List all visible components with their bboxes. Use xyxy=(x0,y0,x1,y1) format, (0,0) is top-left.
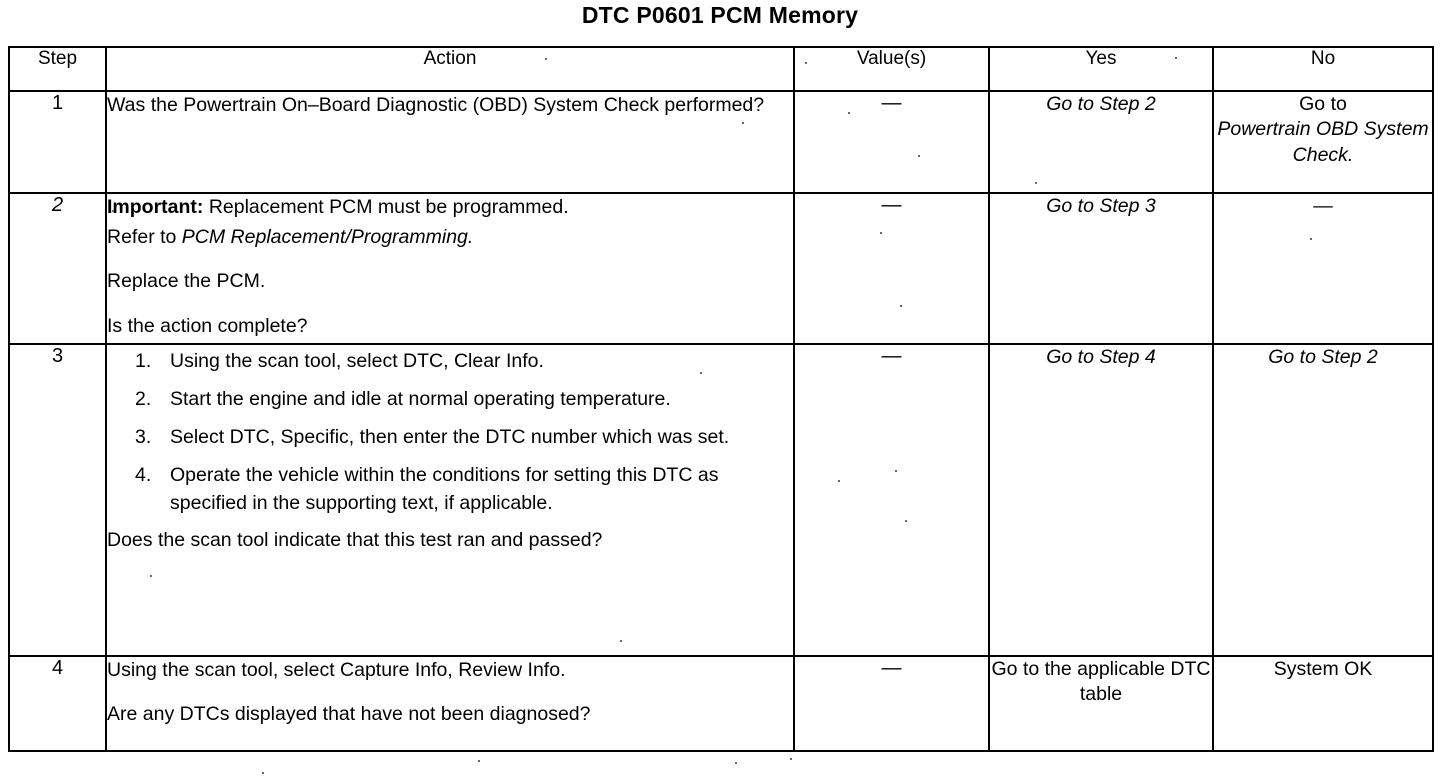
yes-text: Go to Step 2 xyxy=(1046,93,1156,115)
header-row: Step Action Value(s) Yes No xyxy=(8,46,1434,92)
no-cell: Go to Step 2 xyxy=(1212,342,1434,657)
yes-cell: Go to Step 3 xyxy=(988,192,1214,345)
no-text-prefix: Go to xyxy=(1299,93,1347,115)
column-header-action: Action xyxy=(105,46,795,92)
value-cell: — xyxy=(793,192,990,345)
list-item-text: Select DTC, Specific, then enter the DTC… xyxy=(170,425,730,448)
important-text: Replacement PCM must be programmed. xyxy=(203,196,569,218)
value-cell: — xyxy=(793,91,990,194)
column-header-yes: Yes xyxy=(988,46,1214,92)
table-row: 1 Was the Powertrain On–Board Diagnostic… xyxy=(8,91,1434,194)
list-item-text: Operate the vehicle within the condition… xyxy=(170,463,719,515)
table-header: Step Action Value(s) Yes No xyxy=(8,46,1434,92)
list-item-text: Using the scan tool, select DTC, Clear I… xyxy=(170,349,544,372)
action-text: Was the Powertrain On–Board Diagnostic (… xyxy=(107,94,765,116)
step-number: 1 xyxy=(8,91,107,194)
procedure-list: 1. Using the scan tool, select DTC, Clea… xyxy=(107,347,793,517)
action-question: Is the action complete? xyxy=(107,315,308,338)
diagnostic-table: Step Action Value(s) Yes No 1 Was the Po… xyxy=(8,46,1434,752)
action-cell: Using the scan tool, select Capture Info… xyxy=(105,654,795,752)
no-text: Go to Step 2 xyxy=(1268,345,1378,368)
no-text: System OK xyxy=(1273,657,1373,680)
action-cell: 1. Using the scan tool, select DTC, Clea… xyxy=(105,342,795,657)
step-number: 4 xyxy=(8,654,107,752)
no-cell: Go to Powertrain OBD System Check. xyxy=(1212,91,1434,194)
important-label: Important: xyxy=(107,196,204,218)
action-cell: Was the Powertrain On–Board Diagnostic (… xyxy=(105,91,795,194)
list-item-text: Start the engine and idle at normal oper… xyxy=(170,387,671,410)
list-item-number: 4. xyxy=(135,463,152,486)
value-cell: — xyxy=(793,342,990,657)
action-question: Are any DTCs displayed that have not bee… xyxy=(107,703,591,726)
no-text: — xyxy=(1313,195,1333,217)
yes-text: Go to Step 3 xyxy=(1046,195,1156,217)
list-item: 2. Start the engine and idle at normal o… xyxy=(107,385,793,413)
refer-note: Refer to PCM Replacement/Programming. xyxy=(107,224,793,252)
list-item-number: 3. xyxy=(135,425,152,448)
action-cell: Important: Replacement PCM must be progr… xyxy=(105,192,795,345)
list-item-number: 1. xyxy=(135,349,152,372)
column-header-step: Step xyxy=(8,46,107,92)
column-header-no: No xyxy=(1212,46,1434,92)
list-item: 4. Operate the vehicle within the condit… xyxy=(107,461,793,517)
yes-cell: Go to Step 4 xyxy=(988,342,1214,657)
action-text: Replace the PCM. xyxy=(107,270,266,293)
action-question: Does the scan tool indicate that this te… xyxy=(107,529,603,552)
action-text: Using the scan tool, select Capture Info… xyxy=(107,658,566,681)
table-row: 4 Using the scan tool, select Capture In… xyxy=(8,654,1434,752)
list-item: 3. Select DTC, Specific, then enter the … xyxy=(107,423,793,451)
yes-cell: Go to the applicable DTC table xyxy=(988,654,1214,752)
yes-text: Go to Step 4 xyxy=(1046,345,1156,368)
refer-prefix: Refer to xyxy=(107,225,182,248)
refer-reference: PCM Replacement/Programming. xyxy=(181,225,474,248)
step-number: 3 xyxy=(8,342,107,657)
list-item: 1. Using the scan tool, select DTC, Clea… xyxy=(107,347,793,375)
no-text-reference: Powertrain OBD System Check. xyxy=(1217,118,1429,166)
page-title: DTC P0601 PCM Memory xyxy=(581,2,859,28)
no-cell: — xyxy=(1212,192,1434,345)
no-cell: System OK xyxy=(1212,654,1434,752)
yes-text: Go to the applicable DTC table xyxy=(991,657,1211,706)
table-row: 2 Important: Replacement PCM must be pro… xyxy=(8,192,1434,345)
yes-cell: Go to Step 2 xyxy=(988,91,1214,194)
important-note: Important: Replacement PCM must be progr… xyxy=(107,194,793,222)
step-number: 2 xyxy=(8,192,107,345)
table-row: 3 1. Using the scan tool, select DTC, Cl… xyxy=(8,342,1434,657)
column-header-value: Value(s) xyxy=(793,46,990,92)
value-cell: — xyxy=(793,654,990,752)
list-item-number: 2. xyxy=(135,387,152,410)
